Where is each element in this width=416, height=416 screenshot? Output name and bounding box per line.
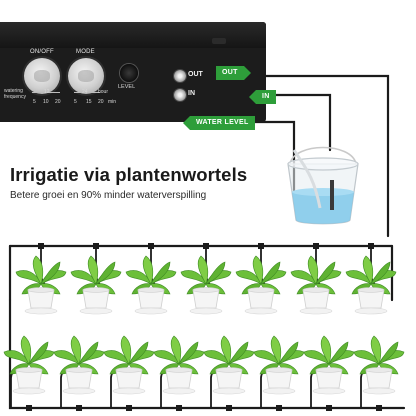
drip-tee-connector (376, 405, 382, 411)
potted-plant (14, 254, 68, 316)
pot (189, 287, 223, 315)
drip-tee-connector (368, 243, 374, 249)
leaves (53, 335, 105, 375)
onoff-knob[interactable] (24, 58, 60, 94)
drip-tee-connector (276, 405, 282, 411)
potted-plant (124, 254, 178, 316)
inlet-hose (292, 149, 322, 209)
leaves (345, 255, 397, 295)
drip-tee-connector (126, 405, 132, 411)
potted-plant (202, 334, 256, 396)
freq-scale-15: 15 (86, 99, 92, 105)
watering-frequency-label: watering frequency (4, 88, 26, 100)
drip-tee-connector (258, 243, 264, 249)
hour-scale-unit: hour (98, 89, 109, 95)
drip-tee-connector (93, 243, 99, 249)
drip-tee-connector (313, 243, 319, 249)
drip-tee-connector (176, 405, 182, 411)
pot (24, 287, 58, 315)
page-title: Irrigatie via plantenwortels (10, 164, 248, 185)
in-port (174, 89, 186, 101)
out-port-label: OUT (188, 71, 203, 78)
freq-scale-20b: 20 (98, 99, 104, 105)
pot (244, 287, 278, 315)
bucket-water (292, 192, 354, 224)
potted-plant (234, 254, 288, 316)
pot (112, 367, 146, 395)
out-port (174, 70, 186, 82)
pot (362, 367, 396, 395)
out-flow-tag: OUT (216, 66, 251, 80)
drip-tee-connector (326, 405, 332, 411)
potted-plant (302, 334, 356, 396)
leaves (253, 335, 305, 375)
mode-label: MODE (76, 49, 95, 55)
in-port-label: IN (188, 90, 195, 97)
hour-scale-rule-right (74, 92, 100, 93)
controller-top-edge (0, 22, 266, 48)
bucket-handle (289, 146, 357, 165)
drip-tee-connector (26, 405, 32, 411)
freq-scale-10: 10 (43, 99, 49, 105)
pot (299, 287, 333, 315)
potted-plant (289, 254, 343, 316)
in-flow-tag: IN (249, 90, 276, 104)
potted-plant (102, 334, 156, 396)
potted-plant (2, 334, 56, 396)
hour-scale-rule-left (32, 92, 60, 93)
pot (162, 367, 196, 395)
potted-plant (352, 334, 406, 396)
level-label: LEVEL (118, 84, 136, 90)
bucket-water-surface (292, 188, 354, 196)
drip-tee-connector (38, 243, 44, 249)
bucket-rim (287, 157, 359, 171)
potted-plant (252, 334, 306, 396)
hour-scale-12: 12 (44, 89, 50, 95)
freq-scale-20: 20 (55, 99, 61, 105)
potted-plant (179, 254, 233, 316)
level-sensor-probe (330, 180, 334, 210)
drip-tee-connector (203, 243, 209, 249)
page-subtitle: Betere groei en 90% minder waterverspill… (10, 190, 207, 201)
freq-scale-unit: min (108, 99, 117, 105)
leaves (290, 255, 342, 295)
pot (354, 287, 388, 315)
hour-scale-24: 24 (82, 89, 88, 95)
leaves (70, 255, 122, 295)
drip-tee-connector (148, 243, 154, 249)
potted-plant (52, 334, 106, 396)
pot (62, 367, 96, 395)
pot (79, 287, 113, 315)
mode-knob[interactable] (68, 58, 104, 94)
freq-scale-5: 5 (33, 99, 36, 105)
water-bucket (287, 146, 359, 225)
pot (12, 367, 46, 395)
level-sensor-port (120, 64, 138, 82)
freq-scale-5b: 5 (74, 99, 77, 105)
pot (262, 367, 296, 395)
onoff-label: ON/OFF (30, 49, 54, 55)
drip-tee-connector (226, 405, 232, 411)
pot (212, 367, 246, 395)
water-level-flow-tag: WATER LEVEL (183, 116, 255, 130)
potted-plant (152, 334, 206, 396)
potted-plant (344, 254, 398, 316)
pot (312, 367, 346, 395)
controller-clip (212, 38, 226, 44)
potted-plant (69, 254, 123, 316)
pot (134, 287, 168, 315)
drip-tee-connector (76, 405, 82, 411)
